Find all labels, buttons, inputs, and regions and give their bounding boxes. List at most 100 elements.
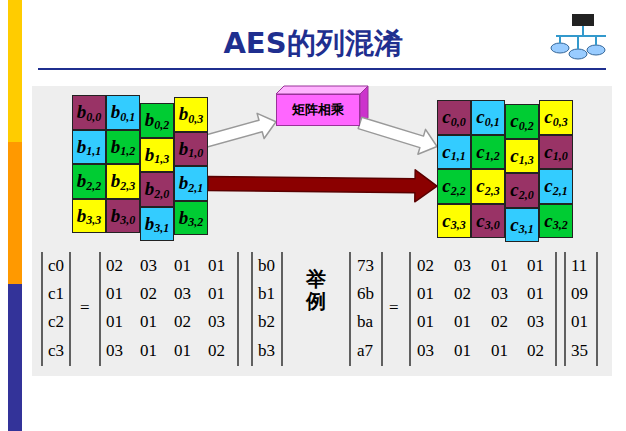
- cell-letter: b: [111, 136, 121, 158]
- cell-subscript: 2,2: [451, 184, 466, 199]
- cell-letter: c: [476, 210, 484, 232]
- cell-letter: c: [510, 214, 518, 236]
- matrix-entry: a7: [357, 341, 373, 361]
- cell-subscript: 2,0: [154, 187, 169, 202]
- state-cell: b1,2: [106, 130, 140, 165]
- cell-subscript: 3,0: [120, 213, 135, 228]
- cell-subscript: 3,2: [553, 218, 568, 233]
- matrix-bars: [42, 252, 597, 366]
- cell-letter: c: [442, 141, 450, 163]
- cell-subscript: 1,3: [154, 152, 169, 167]
- state-cell: b0,1: [106, 95, 140, 130]
- matrix-entry: c0: [48, 256, 64, 276]
- cell-letter: b: [145, 213, 155, 235]
- matrix-entry: 01: [174, 341, 191, 361]
- matrix-entry: 01: [106, 312, 123, 332]
- side-bar: [8, 284, 22, 431]
- matrix-entry: c1: [48, 284, 64, 304]
- cell-subscript: 0,2: [154, 118, 169, 133]
- state-cell: c2,0: [505, 173, 539, 208]
- matrix-entry: 02: [527, 341, 544, 361]
- cell-subscript: 2,0: [519, 188, 534, 203]
- cell-letter: b: [77, 101, 87, 123]
- matrix-entry: 01: [454, 312, 471, 332]
- matrix-entry: 09: [571, 284, 588, 304]
- transform-arrow: [208, 170, 437, 202]
- matrix-entry: 01: [140, 341, 157, 361]
- matrix-entry: 01: [527, 256, 544, 276]
- matrix-entry: 01: [208, 256, 225, 276]
- side-bar: [8, 0, 22, 142]
- state-cell: c2,1: [539, 169, 573, 204]
- cell-subscript: 0,0: [86, 110, 101, 125]
- cell-letter: c: [510, 179, 518, 201]
- state-cell: c1,3: [505, 139, 539, 174]
- matrix-entry: 01: [140, 312, 157, 332]
- cell-letter: b: [111, 170, 121, 192]
- matrix-entry: 73: [357, 256, 374, 276]
- matrix-entry: 02: [491, 312, 508, 332]
- cell-letter: c: [510, 110, 518, 132]
- matrix-entry: 03: [174, 284, 191, 304]
- cell-letter: c: [442, 106, 450, 128]
- box-top-face: [276, 86, 368, 94]
- matrix-entry: 02: [174, 312, 191, 332]
- matrix-entry: 35: [571, 341, 588, 361]
- box-label: 矩阵相乘: [292, 101, 344, 119]
- matrix-entry: 01: [491, 341, 508, 361]
- example-label: 举例: [306, 268, 326, 312]
- matrix-entry: 03: [106, 341, 123, 361]
- matrix-entry: 01: [417, 284, 434, 304]
- matrix-entry: 03: [417, 341, 434, 361]
- state-cell: b2,2: [72, 164, 106, 199]
- cell-subscript: 1,0: [188, 146, 203, 161]
- cell-letter: c: [442, 175, 450, 197]
- state-cell: b1,0: [174, 132, 208, 167]
- cell-letter: c: [544, 141, 552, 163]
- cell-subscript: 2,1: [553, 184, 568, 199]
- state-cell: c0,3: [539, 100, 573, 135]
- matrix-entry: 01: [208, 284, 225, 304]
- cell-letter: b: [145, 109, 155, 131]
- state-cell: b3,0: [106, 199, 140, 234]
- matrix-entry: 01: [106, 284, 123, 304]
- state-cell: b2,1: [174, 166, 208, 201]
- content-ground: [32, 86, 612, 376]
- state-cell: b1,1: [72, 130, 106, 165]
- state-cell: c1,0: [539, 135, 573, 170]
- matrix-entry: b0: [258, 256, 275, 276]
- cell-subscript: 1,1: [86, 144, 101, 159]
- matrix-entry: 03: [208, 312, 225, 332]
- cell-subscript: 2,2: [86, 179, 101, 194]
- matrix-entry: 02: [417, 256, 434, 276]
- matrix-entry: =: [389, 298, 399, 318]
- cell-subscript: 1,2: [120, 144, 135, 159]
- matrix-entry: 11: [571, 256, 587, 276]
- state-cell: b2,0: [140, 172, 174, 207]
- cell-subscript: 3,3: [451, 218, 466, 233]
- matrix-entry: 01: [527, 284, 544, 304]
- slide-title: AES的列混淆: [0, 24, 626, 64]
- matrix-entry: 02: [208, 341, 225, 361]
- matrix-entry: b1: [258, 284, 275, 304]
- matrix-entry: c3: [48, 341, 64, 361]
- matrix-entry: 6b: [357, 284, 374, 304]
- cell-letter: b: [179, 103, 189, 125]
- cell-letter: b: [179, 207, 189, 229]
- cell-subscript: 0,2: [519, 119, 534, 134]
- cell-subscript: 2,1: [188, 181, 203, 196]
- state-cell: c3,0: [471, 204, 505, 239]
- matrix-entry: 01: [174, 256, 191, 276]
- matrix-entry: 01: [571, 312, 588, 332]
- matrix-entry: 02: [140, 284, 157, 304]
- matrix-entry: =: [80, 298, 90, 318]
- state-cell: b0,3: [174, 97, 208, 132]
- matrix-entry: b2: [258, 312, 275, 332]
- state-cell: c2,3: [471, 169, 505, 204]
- cell-letter: c: [442, 210, 450, 232]
- side-bar: [8, 142, 22, 284]
- cell-subscript: 0,1: [485, 115, 500, 130]
- cell-subscript: 1,2: [485, 149, 500, 164]
- cell-subscript: 2,3: [120, 179, 135, 194]
- cell-subscript: 3,1: [519, 222, 534, 237]
